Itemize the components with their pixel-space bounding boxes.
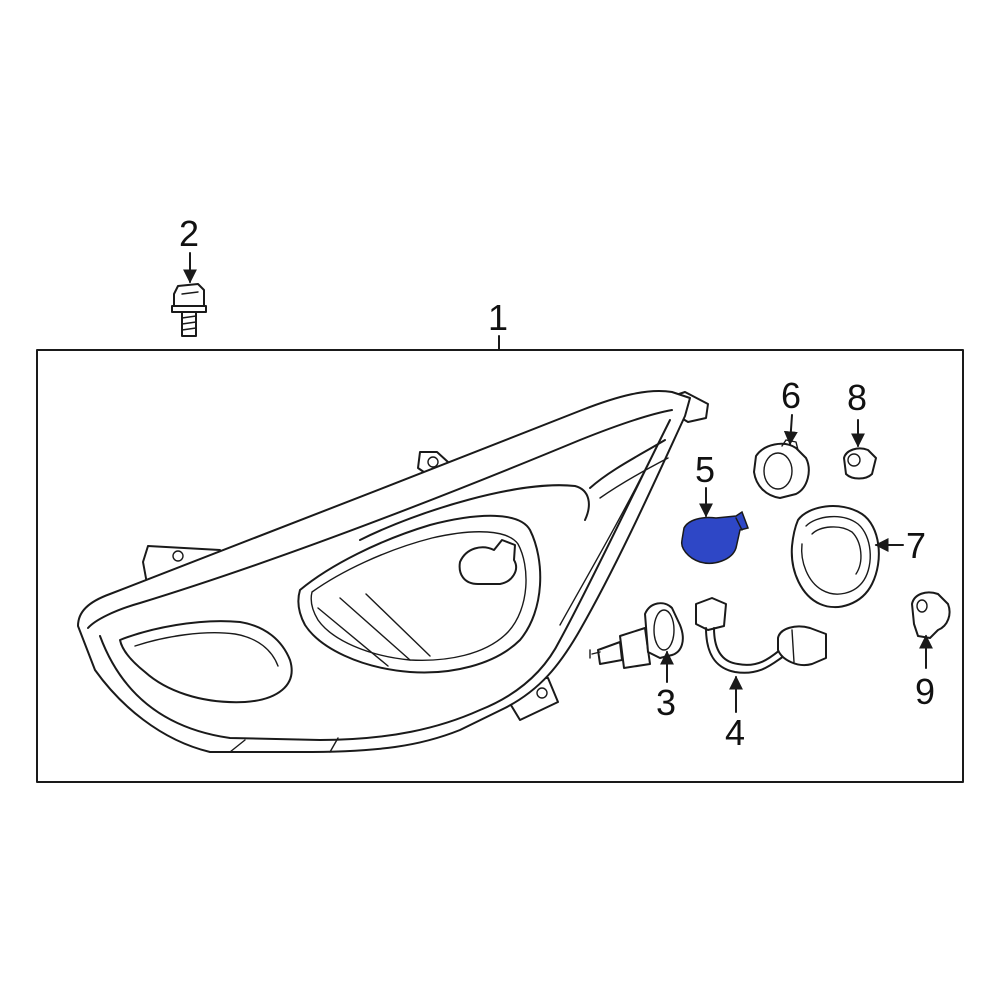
- bulb-cap[interactable]: [843, 447, 877, 480]
- wiring-harness[interactable]: [695, 597, 827, 674]
- arrow-6: [783, 414, 798, 446]
- side-marker-socket[interactable]: [911, 591, 951, 639]
- callout-9: 9: [915, 671, 935, 712]
- turn-signal-bulb[interactable]: [680, 510, 749, 564]
- highlighted-part: [680, 510, 749, 564]
- callout-2: 2: [179, 213, 199, 254]
- headlamp-assembly[interactable]: [77, 389, 709, 753]
- callout-3: 3: [656, 682, 676, 723]
- callout-4: 4: [725, 712, 745, 753]
- bulb-socket[interactable]: [753, 439, 810, 499]
- callout-1: 1: [488, 297, 508, 338]
- callout-7: 7: [906, 525, 926, 566]
- bolt[interactable]: [171, 283, 207, 337]
- callout-8: 8: [847, 377, 867, 418]
- callout-5: 5: [695, 449, 715, 490]
- headlight-bulb[interactable]: [589, 602, 684, 669]
- retaining-ring[interactable]: [790, 505, 880, 609]
- callout-6: 6: [781, 375, 801, 416]
